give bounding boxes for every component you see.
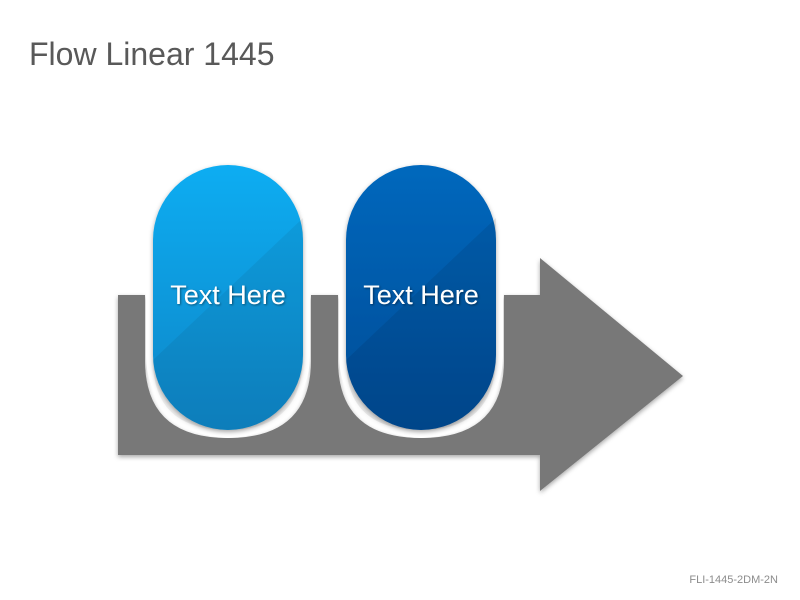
footer-code: FLI-1445-2DM-2N [689,574,778,586]
slide-title: Flow Linear 1445 [29,36,275,72]
pill-label-2: Text Here [363,280,479,310]
pill-2 [346,165,496,430]
flow-arrow [118,258,683,491]
pill-label-1: Text Here [170,280,286,310]
pill-1 [153,165,303,430]
